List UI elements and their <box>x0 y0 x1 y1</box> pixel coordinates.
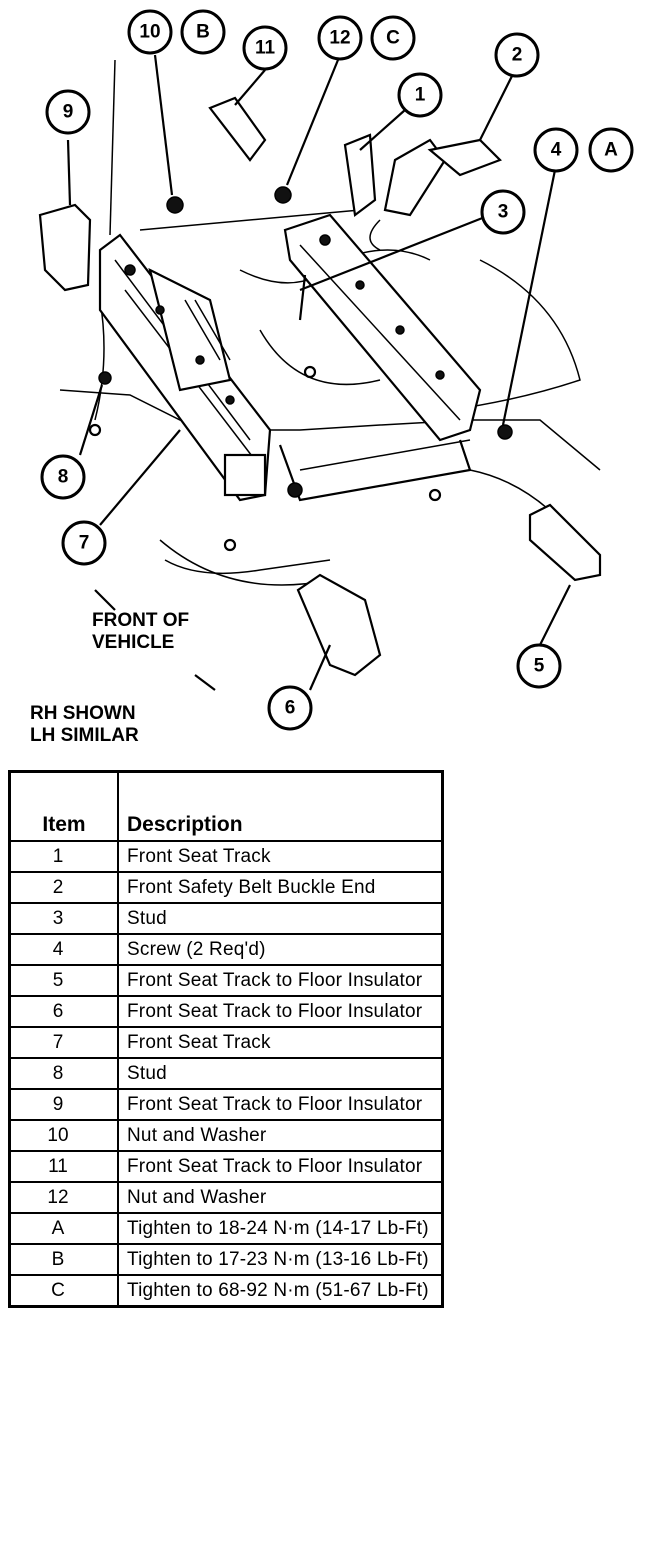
callout-12: 12 <box>317 15 363 61</box>
description-cell: Front Safety Belt Buckle End <box>117 871 444 904</box>
description-cell: Tighten to 18-24 N·m (14-17 Lb-Ft) <box>117 1212 444 1245</box>
front-seat-track-lh <box>98 233 272 502</box>
callout-1: 1 <box>397 72 443 118</box>
rh-note-line2: LH SIMILAR <box>30 725 139 746</box>
svg-text:4: 4 <box>551 140 562 161</box>
item-cell: 12 <box>8 1181 119 1214</box>
svg-text:7: 7 <box>79 533 90 554</box>
description-cell: Stud <box>117 902 444 935</box>
svg-text:12: 12 <box>329 28 350 49</box>
item-cell: A <box>8 1212 119 1245</box>
description-cell: Nut and Washer <box>117 1181 444 1214</box>
item-cell: 3 <box>8 902 119 935</box>
front-note-line1: FRONT OF <box>92 610 190 631</box>
item-cell: 4 <box>8 933 119 966</box>
seat-track-diagram: 10 B 11 12 C 2 1 9 4 A 3 8 7 5 6 <box>38 9 634 731</box>
description-cell: Tighten to 68-92 N·m (51-67 Lb-Ft) <box>117 1274 444 1308</box>
front-of-vehicle-label: FRONT OF VEHICLE <box>92 610 189 654</box>
safety-belt-buckle <box>369 138 502 251</box>
description-cell: Screw (2 Req'd) <box>117 933 444 966</box>
callout-8: 8 <box>40 454 86 500</box>
description-cell: Front Seat Track to Floor Insulator <box>117 1150 444 1183</box>
callout-7: 7 <box>61 520 107 566</box>
rh-shown-label: RH SHOWN LH SIMILAR <box>30 703 139 747</box>
callout-9: 9 <box>45 89 91 135</box>
svg-text:11: 11 <box>255 38 276 59</box>
item-cell: 1 <box>8 840 119 873</box>
item-cell: 9 <box>8 1088 119 1121</box>
description-column-header: Description <box>117 770 444 842</box>
callout-6: 6 <box>267 685 313 731</box>
front-note-line2: VEHICLE <box>92 632 175 653</box>
svg-text:A: A <box>604 140 618 161</box>
svg-text:2: 2 <box>512 45 523 66</box>
insulator-11 <box>208 96 267 162</box>
insulator-6 <box>296 573 382 677</box>
svg-text:6: 6 <box>285 698 296 719</box>
item-column-header: Item <box>8 770 119 842</box>
description-cell: Front Seat Track to Floor Insulator <box>117 995 444 1028</box>
insulator-9 <box>38 203 92 292</box>
description-cell: Front Seat Track <box>117 1026 444 1059</box>
svg-text:C: C <box>386 28 400 49</box>
item-cell: 11 <box>8 1150 119 1183</box>
item-cell: 2 <box>8 871 119 904</box>
svg-text:9: 9 <box>63 102 74 123</box>
callout-2: 2 <box>494 32 540 78</box>
item-cell: 8 <box>8 1057 119 1090</box>
svg-text:1: 1 <box>415 85 426 106</box>
description-cell: Front Seat Track <box>117 840 444 873</box>
item-cell: 6 <box>8 995 119 1028</box>
front-seat-track-rh <box>283 133 482 442</box>
item-cell: 10 <box>8 1119 119 1152</box>
description-cell: Tighten to 17-23 N·m (13-16 Lb-Ft) <box>117 1243 444 1276</box>
item-cell: B <box>8 1243 119 1276</box>
svg-text:B: B <box>196 22 210 43</box>
item-cell: 5 <box>8 964 119 997</box>
callout-B: B <box>180 9 226 55</box>
svg-text:3: 3 <box>498 202 509 223</box>
description-cell: Front Seat Track to Floor Insulator <box>117 1088 444 1121</box>
callout-11: 11 <box>242 25 288 71</box>
rh-note-line1: RH SHOWN <box>30 703 136 724</box>
svg-text:8: 8 <box>58 467 69 488</box>
item-cell: C <box>8 1274 119 1308</box>
callout-5: 5 <box>516 643 562 689</box>
callout-C: C <box>370 15 416 61</box>
description-cell: Nut and Washer <box>117 1119 444 1152</box>
svg-text:10: 10 <box>139 22 160 43</box>
callout-4: 4 <box>533 127 579 173</box>
item-cell: 7 <box>8 1026 119 1059</box>
crossbar <box>278 439 472 502</box>
insulator-5 <box>528 503 602 582</box>
table-header-row: Item Description <box>8 770 444 842</box>
callout-A: A <box>588 127 634 173</box>
description-cell: Stud <box>117 1057 444 1090</box>
description-cell: Front Seat Track to Floor Insulator <box>117 964 444 997</box>
fasteners <box>88 186 513 552</box>
callout-10: 10 <box>127 9 173 55</box>
callout-3: 3 <box>480 189 526 235</box>
leader-lines <box>66 54 571 691</box>
svg-text:5: 5 <box>534 656 545 677</box>
